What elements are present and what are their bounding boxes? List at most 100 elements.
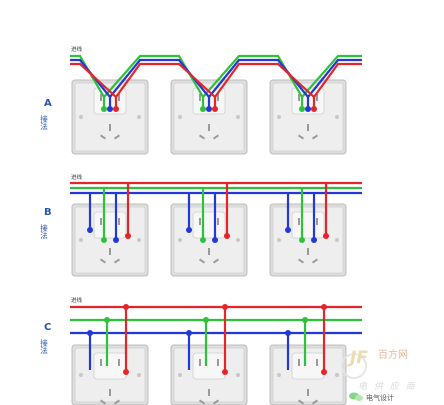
- screw-hole-icon: [137, 115, 141, 119]
- outlet-slot: [217, 218, 219, 225]
- terminal-dot-b: [200, 237, 206, 243]
- outlet-slot: [118, 359, 120, 366]
- screw-hole-icon: [335, 373, 339, 377]
- screw-hole-icon: [335, 115, 339, 119]
- terminal-block: [291, 352, 325, 380]
- outlet-slot: [100, 359, 102, 366]
- outlet-slot: [212, 399, 220, 405]
- outlet-slot: [212, 258, 220, 264]
- terminal-dot-c: [222, 369, 228, 375]
- terminal-block: [192, 352, 226, 380]
- socket-b-3: [269, 203, 347, 277]
- watermark-chat-label: 电气设计: [366, 393, 394, 402]
- screw-hole-icon: [236, 115, 240, 119]
- watermark-logo: JF: [347, 348, 368, 368]
- section-letter-a: A: [44, 98, 52, 109]
- outlet-slot: [109, 124, 111, 131]
- outlet-slot: [199, 218, 201, 225]
- wires-layer: [70, 54, 362, 375]
- outlet-slot: [198, 399, 206, 405]
- outlet-slot: [316, 218, 318, 225]
- outlet-slot: [100, 218, 102, 225]
- outlet-slot: [307, 248, 309, 255]
- outlet-slot: [198, 134, 206, 140]
- screw-hole-icon: [178, 115, 182, 119]
- socket-c-1: [71, 344, 149, 405]
- terminal-dot-a: [311, 106, 317, 112]
- terminal-dot-b: [212, 237, 218, 243]
- outlet-slot: [199, 359, 201, 366]
- terminal-dot-a: [206, 106, 212, 112]
- terminal-dot-a: [107, 106, 113, 112]
- terminal-dot-c: [123, 369, 129, 375]
- outlet-slot: [113, 258, 121, 264]
- outlet-slot: [113, 399, 121, 405]
- terminal-dot-b: [125, 233, 131, 239]
- screw-hole-icon: [236, 373, 240, 377]
- terminal-block: [93, 352, 127, 380]
- bus-label-a: 进线: [71, 45, 83, 53]
- terminal-dot-b: [285, 227, 291, 233]
- outlet-slot: [297, 399, 305, 405]
- outlet-slot: [307, 389, 309, 396]
- watermark: JF 百方网 电 供 应 商 电气设计: [341, 348, 417, 402]
- outlet-slot: [311, 258, 319, 264]
- outlet-slot: [109, 248, 111, 255]
- bus-label-b: 进线: [71, 173, 83, 181]
- outlet-slot: [307, 124, 309, 131]
- outlet-slot: [212, 134, 220, 140]
- outlet-slot: [208, 124, 210, 131]
- outlet-slot: [297, 258, 305, 264]
- screw-hole-icon: [236, 238, 240, 242]
- socket-inner-frame: [173, 82, 245, 152]
- terminal-dot-a: [305, 106, 311, 112]
- terminal-dot-b: [311, 237, 317, 243]
- outlet-slot: [298, 94, 300, 101]
- watermark-site-name: 百方网: [378, 348, 408, 361]
- terminal-block: [192, 211, 226, 239]
- section-method-c: 接法: [39, 338, 48, 356]
- outlet-slot: [217, 359, 219, 366]
- terminal-dot-a: [101, 106, 107, 112]
- terminal-dot-b: [323, 233, 329, 239]
- terminal-dot-b: [101, 237, 107, 243]
- bus-label-c: 进线: [71, 296, 83, 304]
- outlet-slot: [316, 94, 318, 101]
- terminal-block: [291, 211, 325, 239]
- outlet-slot: [113, 134, 121, 140]
- screw-hole-icon: [335, 238, 339, 242]
- section-method-b: 接法: [39, 223, 48, 241]
- watermark-slogan: 电 供 应 商: [358, 381, 417, 392]
- section-letter-c: C: [44, 322, 51, 333]
- outlet-slot: [316, 359, 318, 366]
- outlet-slot: [99, 258, 107, 264]
- screw-hole-icon: [79, 373, 83, 377]
- screw-hole-icon: [277, 238, 281, 242]
- terminal-dot-a: [113, 106, 119, 112]
- screw-hole-icon: [178, 238, 182, 242]
- socket-c-3: [269, 344, 347, 405]
- screw-hole-icon: [277, 115, 281, 119]
- terminal-dot-b: [299, 237, 305, 243]
- outlet-slot: [311, 134, 319, 140]
- screw-hole-icon: [137, 373, 141, 377]
- chat-bubble-icon: [349, 392, 363, 401]
- screw-hole-icon: [79, 115, 83, 119]
- screw-hole-icon: [178, 373, 182, 377]
- section-letter-b: B: [44, 207, 52, 218]
- watermark-ring-icon: [341, 353, 367, 379]
- outlet-slot: [99, 134, 107, 140]
- terminal-block: [93, 211, 127, 239]
- section-method-a: 接法: [39, 114, 48, 132]
- socket-inner-frame: [74, 82, 146, 152]
- terminal-dot-a: [299, 106, 305, 112]
- terminal-dot-a: [212, 106, 218, 112]
- outlet-slot: [109, 389, 111, 396]
- outlet-slot: [118, 218, 120, 225]
- outlet-slot: [100, 94, 102, 101]
- screw-hole-icon: [277, 373, 281, 377]
- terminal-dot-b: [186, 227, 192, 233]
- outlet-slot: [298, 218, 300, 225]
- socket-b-2: [170, 203, 248, 277]
